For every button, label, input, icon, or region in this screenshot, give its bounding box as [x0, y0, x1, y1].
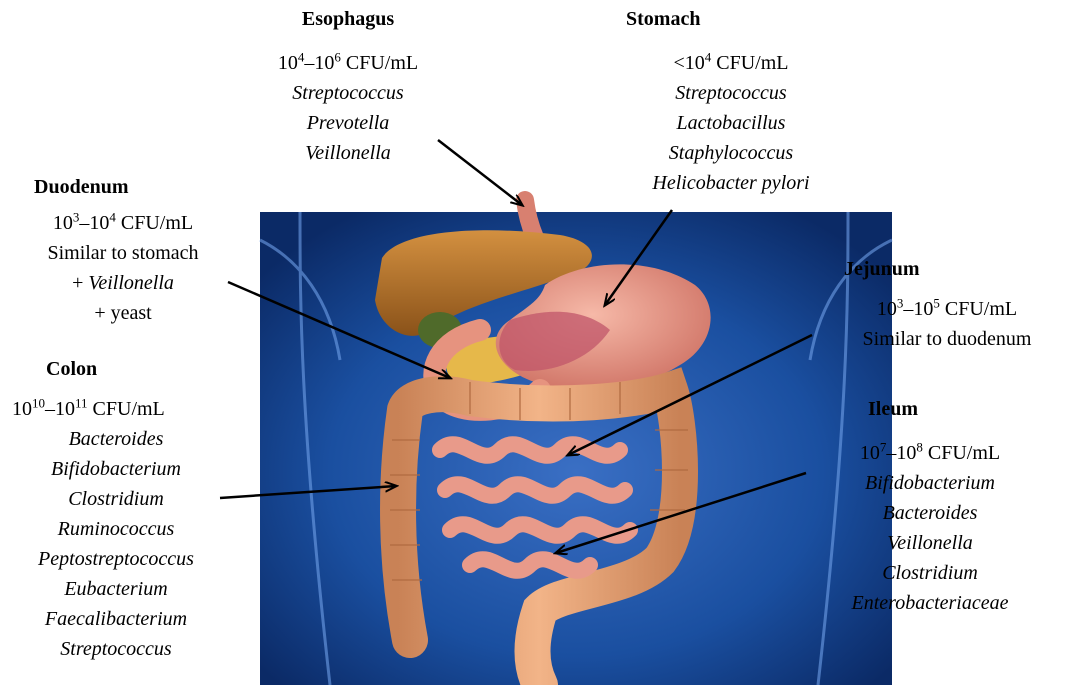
- stomach-concentration: <104 CFU/mL: [626, 48, 836, 78]
- stomach-genus: Staphylococcus: [626, 138, 836, 168]
- esophagus-genus: Veillonella: [258, 138, 438, 168]
- jejunum-label: Jejunum 103–105 CFU/mL Similar to duoden…: [832, 254, 1062, 354]
- colon-arrow: [220, 486, 396, 498]
- ileum-arrow: [556, 473, 806, 553]
- colon-genus: Bacteroides: [4, 424, 228, 454]
- jejunum-concentration: 103–105 CFU/mL: [832, 294, 1062, 324]
- ileum-genus: Bacteroides: [820, 498, 1040, 528]
- duodenum-arrow: [228, 282, 450, 378]
- colon-label: Colon 1010–1011 CFU/mL Bacteroides Bifid…: [4, 354, 228, 664]
- colon-genus: Faecalibacterium: [4, 604, 228, 634]
- esophagus-concentration: 104–106 CFU/mL: [258, 48, 438, 78]
- colon-genus: Streptococcus: [4, 634, 228, 664]
- duodenum-note: Similar to stomach: [8, 238, 238, 268]
- ileum-title: Ileum: [820, 394, 1040, 424]
- stomach-label: Stomach <104 CFU/mL Streptococcus Lactob…: [626, 4, 836, 198]
- ileum-label: Ileum 107–108 CFU/mL Bifidobacterium Bac…: [820, 394, 1040, 618]
- colon-genus: Peptostreptococcus: [4, 544, 228, 574]
- stomach-genus: Helicobacter pylori: [626, 168, 836, 198]
- esophagus-title: Esophagus: [258, 4, 438, 34]
- esophagus-genus: Prevotella: [258, 108, 438, 138]
- esophagus-arrow: [438, 140, 522, 205]
- colon-concentration: 1010–1011 CFU/mL: [4, 394, 228, 424]
- duodenum-note: + yeast: [8, 298, 238, 328]
- colon-genus: Bifidobacterium: [4, 454, 228, 484]
- jejunum-title: Jejunum: [832, 254, 1062, 284]
- jejunum-note: Similar to duodenum: [832, 324, 1062, 354]
- stomach-genus: Streptococcus: [626, 78, 836, 108]
- esophagus-label: Esophagus 104–106 CFU/mL Streptococcus P…: [258, 4, 438, 168]
- ileum-genus: Clostridium: [820, 558, 1040, 588]
- esophagus-genus: Streptococcus: [258, 78, 438, 108]
- duodenum-title: Duodenum: [8, 172, 238, 202]
- ileum-genus: Veillonella: [820, 528, 1040, 558]
- colon-genus: Ruminococcus: [4, 514, 228, 544]
- duodenum-note: + Veillonella: [8, 268, 238, 298]
- colon-title: Colon: [4, 354, 228, 384]
- colon-genus: Eubacterium: [4, 574, 228, 604]
- ileum-genus: Enterobacteriaceae: [820, 588, 1040, 618]
- jejunum-arrow: [568, 335, 812, 455]
- ileum-genus: Bifidobacterium: [820, 468, 1040, 498]
- colon-genus: Clostridium: [4, 484, 228, 514]
- stomach-title: Stomach: [626, 4, 836, 34]
- duodenum-concentration: 103–104 CFU/mL: [8, 208, 238, 238]
- stomach-arrow: [605, 210, 672, 305]
- ileum-concentration: 107–108 CFU/mL: [820, 438, 1040, 468]
- stomach-genus: Lactobacillus: [626, 108, 836, 138]
- duodenum-label: Duodenum 103–104 CFU/mL Similar to stoma…: [8, 172, 238, 328]
